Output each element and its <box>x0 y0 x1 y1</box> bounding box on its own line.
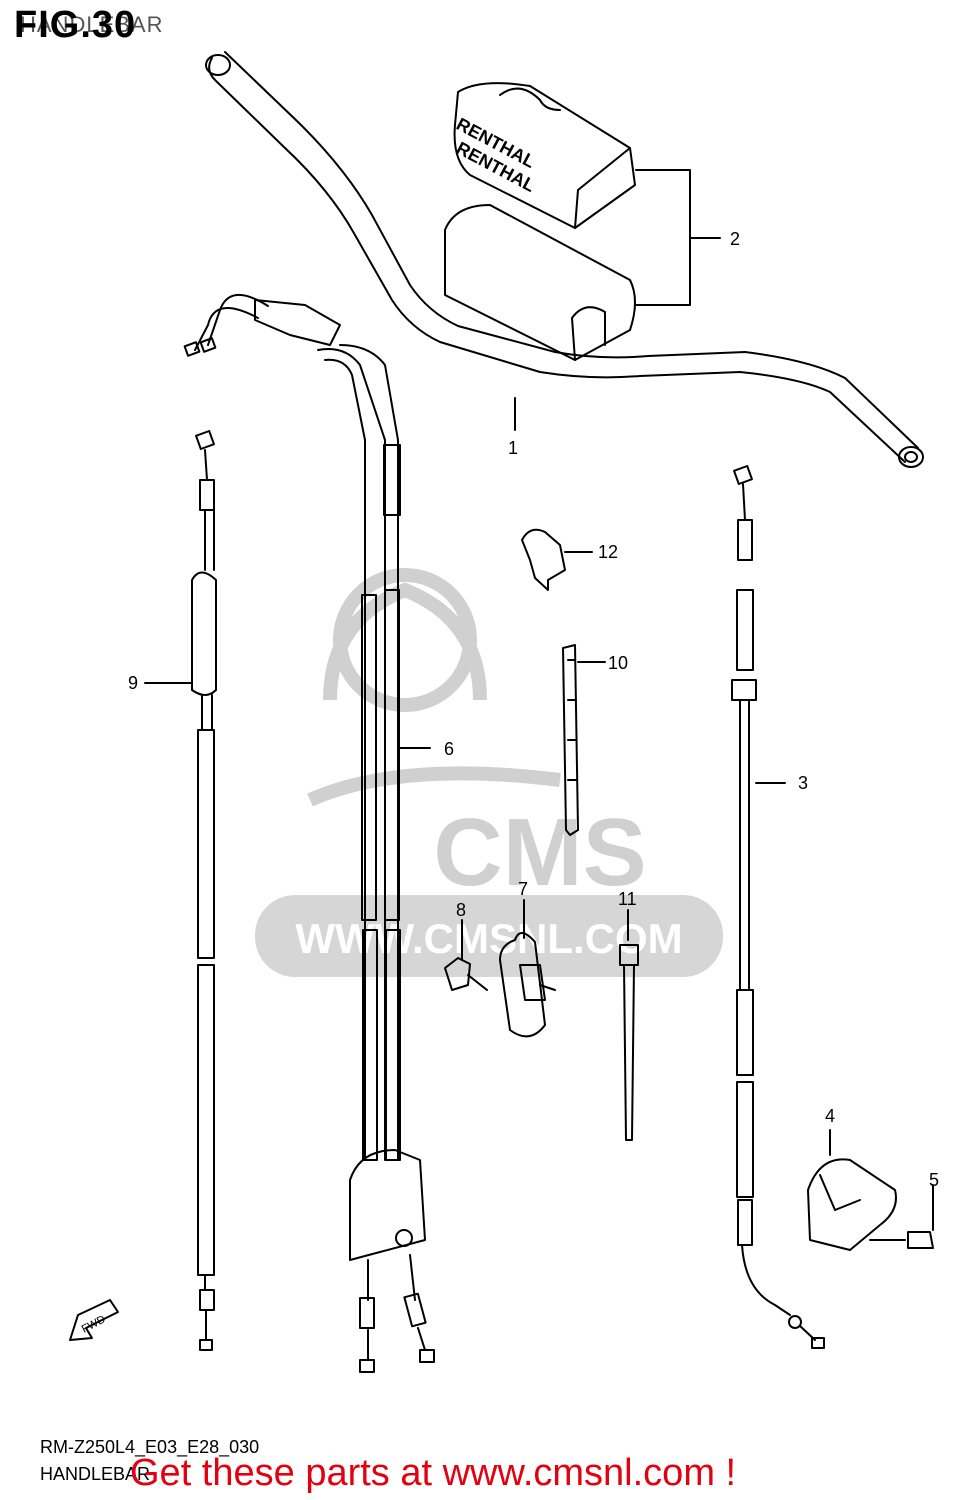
diagram-code: RM-Z250L4_E03_E28_030 <box>40 1437 260 1457</box>
section-name: HANDLEBAR <box>40 1464 151 1484</box>
callout-11: 11 <box>618 889 637 909</box>
cmsnl-watermark <box>307 568 561 807</box>
callout-4: 4 <box>825 1106 836 1126</box>
diagram-subtitle: HANDLEBAR <box>20 12 164 37</box>
callout-3: 3 <box>798 773 809 793</box>
callout-2: 2 <box>730 229 741 249</box>
callout-7: 7 <box>518 879 529 899</box>
part-band <box>619 909 639 1141</box>
part-handlebar <box>205 51 924 468</box>
part-throttle-cable <box>183 293 435 1373</box>
callout-9: 9 <box>128 673 139 693</box>
callout-6: 6 <box>444 739 455 759</box>
callout-12: 12 <box>598 542 619 562</box>
part-handlebar-pad: RENTHAL RENTHAL <box>444 82 721 361</box>
watermark-url: WWW.CMSNL.COM <box>295 915 682 962</box>
callout-10: 10 <box>608 653 629 673</box>
callout-8: 8 <box>456 900 467 920</box>
part-cable-tie <box>562 644 606 836</box>
part-clip <box>499 899 556 1038</box>
part-clamp <box>521 528 593 591</box>
fwd-label: FWD <box>80 1313 108 1335</box>
figure-number: FIG.30 <box>14 4 137 46</box>
part-bolt <box>444 919 488 991</box>
watermark-brand: CMS <box>433 799 646 906</box>
cmsnl-watermark-badge: WWW.CMSNL.COM CMS <box>255 799 723 977</box>
part-clutch-cable <box>731 465 825 1349</box>
promo-link[interactable]: Get these parts at www.cmsnl.com ! <box>130 1452 737 1494</box>
fwd-arrow: FWD <box>69 1299 119 1341</box>
callout-5: 5 <box>929 1170 940 1190</box>
part-hot-start-cable <box>144 430 217 1351</box>
callout-1: 1 <box>508 438 519 458</box>
part-clutch-holder <box>807 1129 934 1251</box>
